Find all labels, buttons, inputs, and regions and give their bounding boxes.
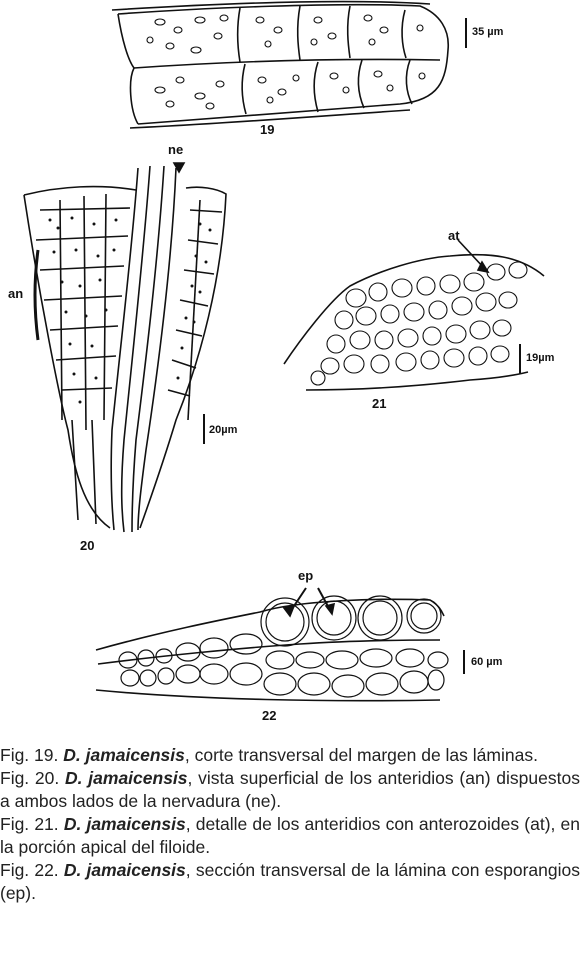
caption-text: , corte transversal del margen de las lá… <box>184 745 538 765</box>
fig20-scale-label: 20µm <box>209 424 238 436</box>
caption-fig20: Fig. 20. D. jamaicensis, vista superfici… <box>0 767 580 813</box>
caption-fig21: Fig. 21. D. jamaicensis, detalle de los … <box>0 813 580 859</box>
fig19-scale-label: 35 µm <box>472 26 504 38</box>
fig20-number: 20 <box>80 538 95 553</box>
caption-species: D. jamaicensis <box>63 860 186 880</box>
fig21-drawing <box>283 239 545 391</box>
fig22-number: 22 <box>262 708 277 723</box>
caption-text: , detalle de los anteridios con anterozo… <box>0 814 580 857</box>
caption-prefix: Fig. 19. <box>0 745 59 765</box>
caption-species: D. jamaicensis <box>63 814 186 834</box>
fig22-drawing <box>95 587 465 702</box>
fig22-scale-label: 60 µm <box>471 656 503 668</box>
figure-captions: Fig. 19. D. jamaicensis, corte transvers… <box>0 744 580 905</box>
fig19-drawing <box>111 0 467 129</box>
caption-fig19: Fig. 19. D. jamaicensis, corte transvers… <box>0 744 580 767</box>
caption-species: D. jamaicensis <box>65 768 188 788</box>
fig21-scale-label: 19µm <box>526 352 555 364</box>
caption-prefix: Fig. 21. <box>0 814 59 834</box>
caption-prefix: Fig. 20. <box>0 768 60 788</box>
fig21-label-at: at <box>448 228 460 243</box>
fig20-label-an: an <box>8 286 24 301</box>
caption-fig22: Fig. 22. D. jamaicensis, sección transve… <box>0 859 580 905</box>
fig20-label-ne: ne <box>168 142 184 157</box>
caption-text: , vista superficial de los anteridios (a… <box>0 768 580 811</box>
caption-prefix: Fig. 22. <box>0 860 59 880</box>
fig19-number: 19 <box>260 122 275 137</box>
caption-species: D. jamaicensis <box>63 745 185 765</box>
caption-text: , sección transversal de la lámina con e… <box>0 860 580 903</box>
fig20-drawing <box>23 162 227 533</box>
fig21-number: 21 <box>372 396 387 411</box>
fig22-label-ep: ep <box>298 568 314 583</box>
figure-plate: 35 µm 19 ne an 20µm 20 at 19µm 21 ep 60 … <box>8 0 555 723</box>
plate-drawings <box>23 0 545 702</box>
